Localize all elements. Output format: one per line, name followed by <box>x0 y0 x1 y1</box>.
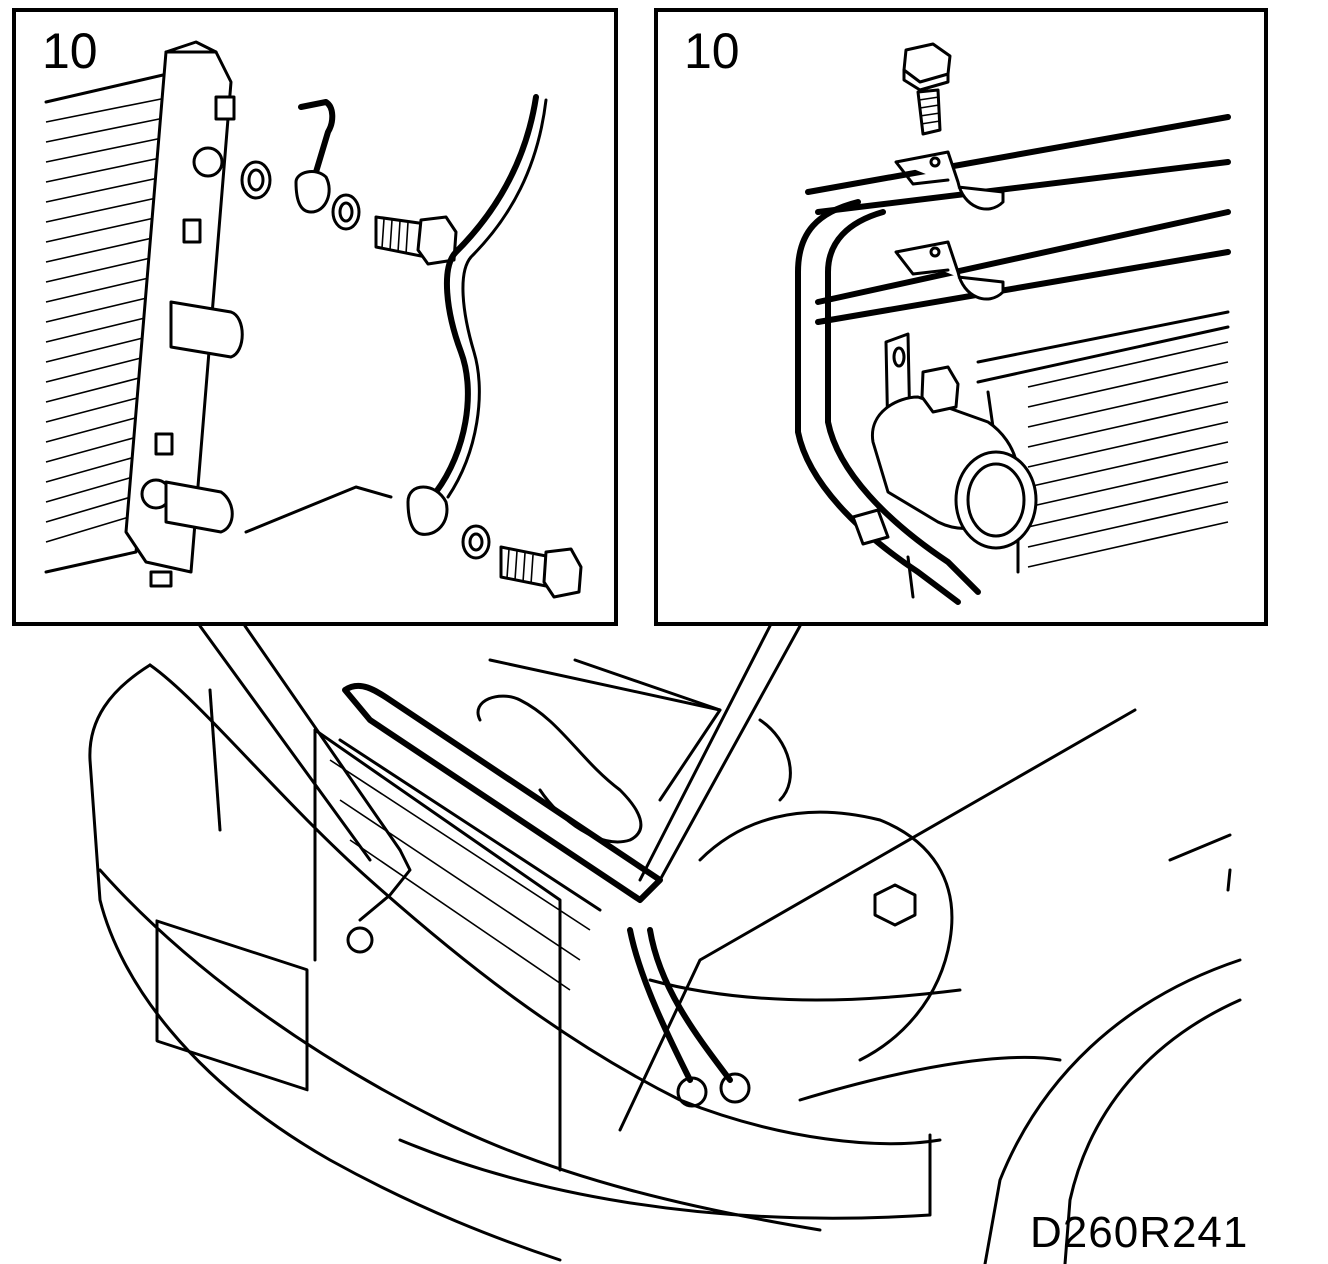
front-fender <box>648 833 1242 1264</box>
engine-bay <box>476 658 1137 1132</box>
header-tank <box>124 40 244 588</box>
pipe-clamps <box>894 150 1005 301</box>
bracket-bolt <box>902 42 952 136</box>
refrigerant-pipes <box>795 114 1231 605</box>
left-detail-panel: 10 <box>12 8 618 626</box>
right-step-number: 10 <box>684 23 740 79</box>
pipe-bracket-bolt-detail <box>795 42 1231 605</box>
upper-fitting-parts <box>240 99 458 266</box>
right-detail-panel: 10 <box>654 8 1268 626</box>
refrigerant-pipe <box>244 94 583 599</box>
leader-lines <box>198 624 802 882</box>
condenser-fittings-exploded-view <box>44 40 583 599</box>
left-step-number: 10 <box>42 23 98 79</box>
condenser-receiver <box>851 310 1230 599</box>
figure-reference-code: D260R241 <box>1030 1208 1249 1257</box>
front-bumper <box>88 663 942 1262</box>
radiator-assembly <box>313 682 751 1172</box>
